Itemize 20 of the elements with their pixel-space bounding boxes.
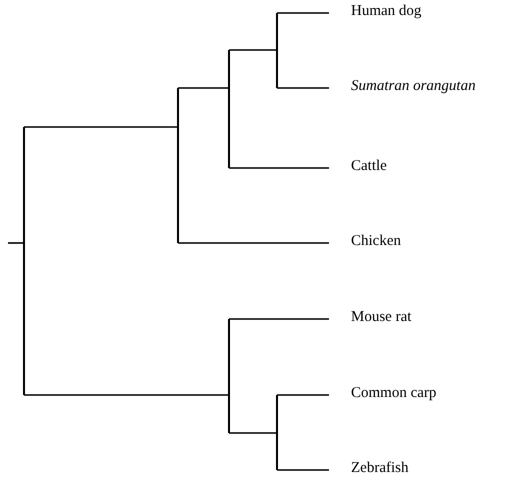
species-label: Zebrafish: [329, 460, 408, 480]
tree-branch: [277, 469, 329, 471]
tree-branch: [277, 394, 329, 396]
species-label: Sumatran orangutan: [329, 78, 476, 98]
species-label: Mouse rat: [329, 309, 412, 329]
species-label: Common carp: [329, 385, 436, 405]
tree-branch: [277, 87, 329, 89]
tree-branch: [229, 318, 329, 320]
tree-branch: [8, 242, 24, 244]
tree-branch: [229, 49, 277, 51]
species-label: Cattle: [329, 158, 387, 178]
tree-branch: [24, 394, 229, 396]
tree-branch: [229, 167, 329, 169]
species-label: Human dog: [329, 3, 422, 23]
tree-branch: [178, 87, 229, 89]
tree-branch: [178, 242, 329, 244]
tree-branch: [24, 126, 178, 128]
species-label: Chicken: [329, 233, 401, 253]
tree-branch: [229, 432, 277, 434]
tree-branch: [277, 12, 329, 14]
